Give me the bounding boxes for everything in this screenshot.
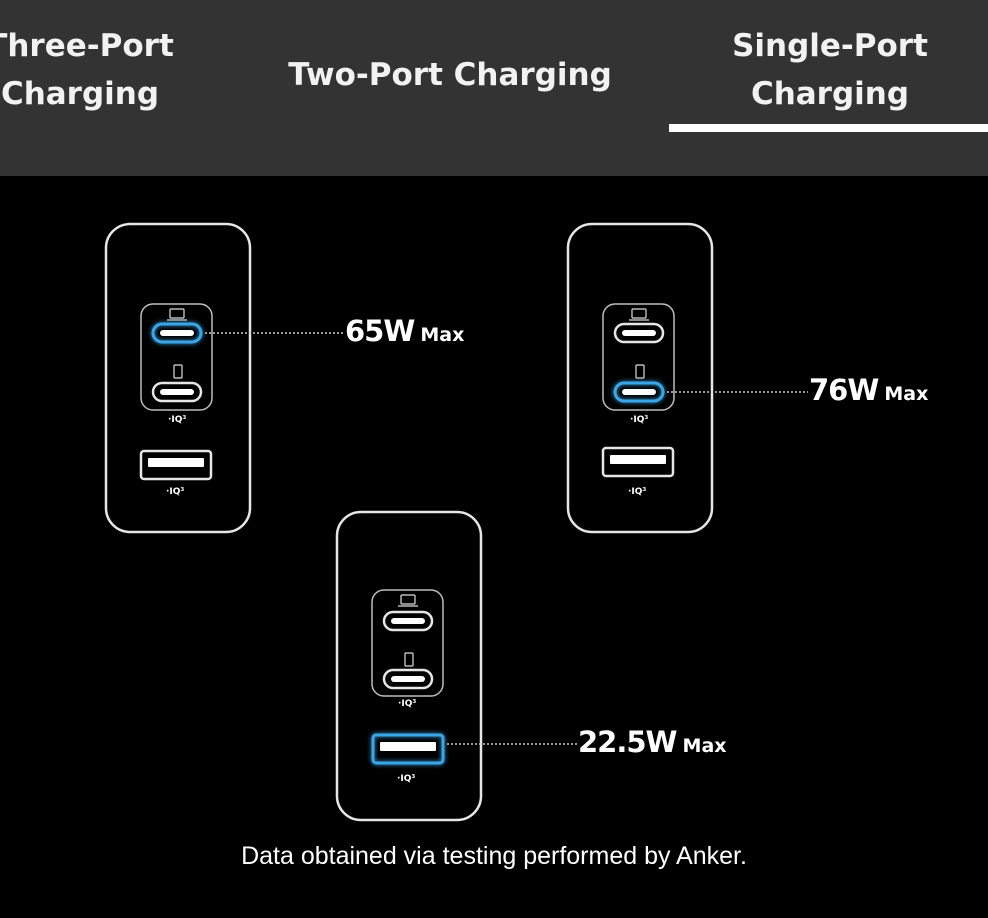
charger-right-c2-iq-label: ·IQ³: [630, 415, 648, 425]
laptop-icon: [629, 308, 649, 321]
charger-right-body: [566, 222, 714, 534]
tab-three-port-line2: Charging: [0, 76, 160, 112]
charger-bottom: ·IQ³ ·IQ³: [335, 510, 577, 822]
charger-left-a-iq-label: ·IQ³: [166, 487, 184, 497]
charger-right-usb-c2-tongue: [622, 389, 656, 395]
charger-bottom-usb-a-tongue: [380, 742, 436, 751]
phone-icon: [635, 364, 645, 379]
charger-bottom-a-iq-label: ·IQ³: [397, 774, 415, 784]
charger-left: ·IQ³ ·IQ³: [104, 222, 344, 534]
charger-right-c-panel: [602, 303, 675, 411]
tab-three-port-line1: Three-Port: [0, 28, 174, 64]
charger-left-c2-iq-label: ·IQ³: [168, 415, 186, 425]
charger-right: ·IQ³ ·IQ³: [566, 222, 808, 534]
charger-bottom-usb-a-port: [371, 733, 445, 765]
charger-bottom-usb-c2-tongue: [391, 676, 425, 682]
charger-right-watt-value: 76W: [809, 373, 879, 407]
laptop-icon: [398, 594, 418, 607]
tab-three-port-charging[interactable]: Three-Port Charging: [0, 22, 200, 118]
footnote: Data obtained via testing performed by A…: [241, 842, 747, 870]
charger-right-a-iq-label: ·IQ³: [628, 487, 646, 497]
charger-right-usb-c2-port: [613, 381, 665, 403]
charger-left-usb-c2-port: [151, 381, 203, 403]
charger-bottom-c2-iq-label: ·IQ³: [398, 699, 416, 709]
charger-bottom-usb-c1-port: [382, 610, 434, 632]
charger-bottom-watt-unit: Max: [682, 735, 727, 757]
charger-right-watt-unit: Max: [884, 383, 929, 405]
phone-icon: [404, 652, 414, 667]
charger-left-usb-a-tongue: [148, 458, 204, 467]
charger-left-usb-c2-tongue: [160, 389, 194, 395]
laptop-icon: [167, 308, 187, 321]
charger-bottom-usb-c2-port: [382, 668, 434, 690]
charger-left-usb-c1-tongue: [160, 330, 194, 336]
phone-icon: [173, 364, 183, 379]
charger-bottom-c-panel: [371, 589, 444, 697]
tab-two-port-charging[interactable]: Two-Port Charging: [270, 51, 630, 99]
charger-diagrams: ·IQ³ ·IQ³ ·IQ³ ·IQ³: [104, 222, 808, 822]
tab-single-port-line2: Charging: [750, 76, 910, 112]
tab-bar: Three-Port Charging Two-Port Charging Si…: [0, 0, 988, 176]
charger-right-usb-a-port: [601, 446, 675, 478]
charger-bottom-watt-value: 22.5W: [578, 725, 678, 759]
charger-right-usb-c1-tongue: [622, 330, 656, 336]
charger-bottom-usb-c1-tongue: [391, 618, 425, 624]
charging-illustration: ·IQ³ ·IQ³ ·IQ³ ·IQ³: [0, 176, 988, 918]
charger-left-body: [104, 222, 252, 534]
tab-single-port-line1: Single-Port: [732, 28, 928, 64]
charger-left-watt-unit: Max: [420, 324, 465, 346]
charger-bottom-body: [335, 510, 483, 822]
active-tab-indicator: [669, 124, 988, 132]
charger-left-usb-c1-port: [151, 322, 203, 344]
charger-right-usb-a-tongue: [610, 455, 666, 464]
tab-two-port-label: Two-Port Charging: [288, 57, 612, 93]
charger-left-c-panel: [140, 303, 213, 411]
tab-single-port-charging[interactable]: Single-Port Charging: [670, 22, 988, 118]
charger-right-usb-c1-port: [613, 322, 665, 344]
charger-left-usb-a-port: [139, 449, 213, 481]
charger-left-watt-value: 65W: [345, 314, 415, 348]
